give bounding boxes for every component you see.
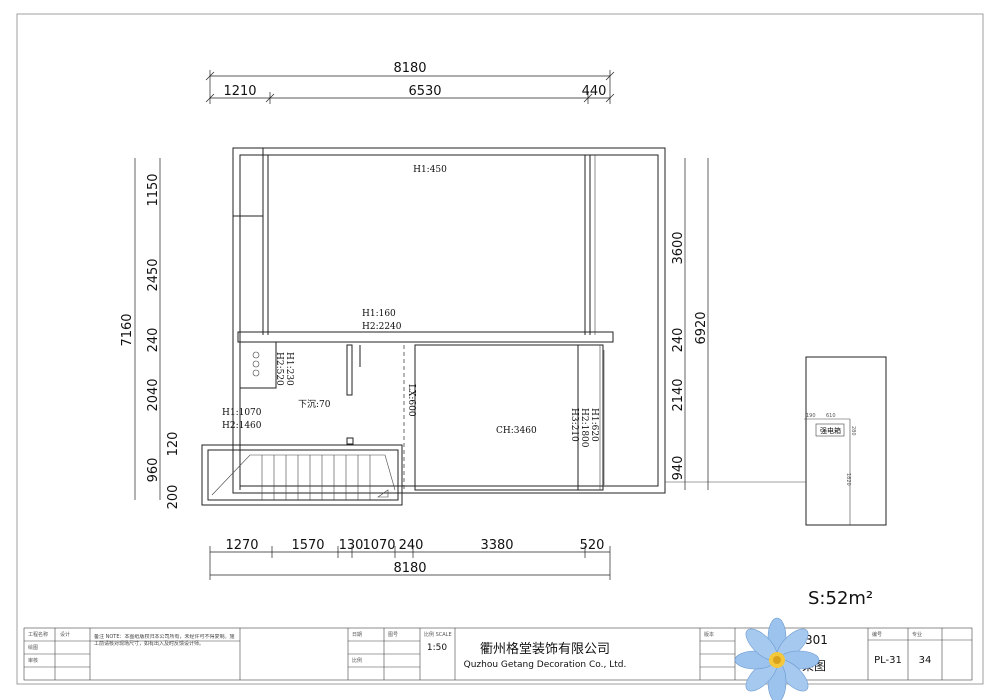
tb-cell-10: 专业 — [912, 631, 922, 638]
right-overall-dim: 6920 — [694, 311, 709, 344]
scale-caption: 比例 SCALE — [424, 631, 452, 638]
left-dim-2: 2450 — [146, 258, 161, 291]
door-h1: H1:160 — [362, 309, 396, 319]
title-block — [23, 627, 973, 681]
scale-value: 1:50 — [427, 643, 447, 653]
tb-cell-2: 设计 — [60, 631, 70, 638]
tb-cell-3: 绘图 — [28, 644, 38, 651]
bottom-overall-dim: 8180 — [393, 561, 426, 576]
top-dim-1: 1210 — [223, 84, 256, 99]
win-right-h2: H2:1800 — [579, 408, 589, 448]
tb-cell-7: 比例 — [352, 657, 362, 664]
bottom-dim-2: 1570 — [291, 538, 324, 553]
win-right-h3: H3:210 — [569, 408, 579, 442]
tb-cell-9: 编号 — [872, 631, 882, 638]
left-dimension-lines — [134, 158, 161, 500]
bottom-dim-3: 130 — [339, 538, 364, 553]
sheet-border — [16, 13, 984, 685]
right-dim-3: 2140 — [671, 378, 686, 411]
door-left-h1: H1:1070 — [222, 408, 262, 418]
door-left-h2: H2:1460 — [222, 421, 262, 431]
tb-cell-5: 日期 — [352, 632, 362, 638]
side-box-detail — [665, 356, 887, 526]
left-dim-6: 960 — [146, 458, 161, 483]
left-dim-5: 120 — [166, 432, 181, 457]
top-dimension-lines — [205, 70, 615, 104]
drawing-number: PL-31 — [874, 655, 902, 666]
right-dim-2: 240 — [671, 328, 686, 353]
bottom-dim-7: 520 — [580, 538, 605, 553]
side-box-dim-1: 190 — [806, 413, 816, 419]
left-dim-4: 2040 — [146, 378, 161, 411]
win-right-h1: H1:620 — [589, 408, 599, 442]
win-left-h2: H2:520 — [274, 352, 284, 386]
company-name-en: Quzhou Getang Decoration Co., Ltd. — [464, 660, 627, 670]
top-dim-3: 440 — [582, 84, 607, 99]
tb-cell-6: 图号 — [388, 632, 398, 638]
tb-cell-4: 审核 — [28, 657, 38, 664]
side-box-dim-4: 1820 — [845, 473, 851, 486]
left-dim-7: 200 — [166, 485, 181, 510]
side-box-dim-3: 280 — [850, 426, 856, 436]
notes-text: 备注 NOTE：本图纸版权归本公司所有，未经许可不得复制。施工前请核对现场尺寸，… — [94, 634, 235, 647]
bottom-dimension-lines — [209, 546, 611, 580]
page-number: 34 — [919, 655, 932, 666]
bottom-dim-4: 1070 — [362, 538, 395, 553]
win-left-h1: H1:230 — [284, 352, 294, 386]
right-dimension-lines — [684, 158, 709, 490]
upper-room-h1: H1:450 — [413, 165, 447, 175]
bottom-dim-6: 3380 — [480, 538, 513, 553]
tb-cell-1: 工程名称 — [28, 631, 48, 638]
bottom-dim-1: 1270 — [225, 538, 258, 553]
bottom-dim-5: 240 — [399, 538, 424, 553]
top-dim-2: 6530 — [408, 84, 441, 99]
beam-label: LX:600 — [406, 384, 416, 417]
side-box-dim-2: 610 — [826, 413, 836, 419]
door-h2: H2:2240 — [362, 322, 402, 332]
right-dim-4: 940 — [671, 456, 686, 481]
company-name-cn: 衢州格堂装饰有限公司 — [480, 641, 610, 657]
floor-plan — [201, 147, 666, 506]
left-overall-dim: 7160 — [120, 313, 135, 346]
flower-decoration — [734, 617, 820, 700]
ceiling-label: CH:3460 — [496, 426, 537, 436]
notes-box: 备注 NOTE：本图纸版权归本公司所有，未经许可不得复制。施工前请核对现场尺寸，… — [94, 634, 235, 647]
sunken-label: 下沉:70 — [298, 399, 331, 410]
right-dim-1: 3600 — [671, 231, 686, 264]
top-overall-dim: 8180 — [393, 61, 426, 76]
electrical-box-label: 强电箱 — [820, 426, 841, 435]
left-dim-3: 240 — [146, 328, 161, 353]
tb-cell-8: 版本 — [704, 631, 714, 638]
area-label: S:52m² — [808, 588, 873, 609]
project-name-partial: 301 — [805, 633, 828, 647]
left-dim-1: 1150 — [146, 173, 161, 206]
